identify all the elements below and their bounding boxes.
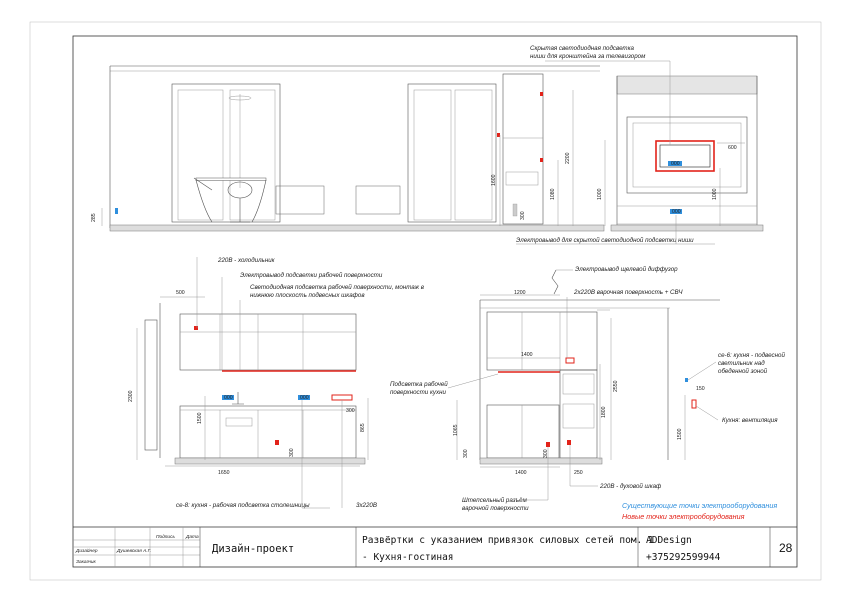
dim-1000-b: 1000 bbox=[712, 188, 718, 200]
dim-1800: 1800 bbox=[601, 406, 607, 418]
dim-300-a: 300 bbox=[520, 211, 526, 220]
tb-project: Дизайн-проект bbox=[212, 543, 294, 555]
tag-k1: 000 bbox=[224, 395, 233, 401]
inner-frame bbox=[72, 35, 798, 568]
note-vent: Кухня: вентиляция bbox=[722, 417, 778, 424]
tv-niche-outline bbox=[655, 140, 715, 172]
legend-existing: Существующие точки электрооборудования bbox=[622, 501, 777, 510]
dim-1500: 1500 bbox=[197, 412, 203, 424]
dim-1650: 1650 bbox=[218, 470, 230, 476]
dim-600: 600 bbox=[728, 145, 737, 151]
elevation-kitchen-a: 000 000 500 2300 1500 300 300 865 1650 bbox=[128, 290, 369, 476]
dim-865: 865 bbox=[360, 423, 366, 432]
note-hidden-led-2: ниши для кронштейна за телевизором bbox=[530, 53, 646, 60]
note-fridge: 220В - холодильник bbox=[217, 257, 276, 264]
tb-sign-label: Подпись bbox=[156, 534, 176, 540]
dim-1400-a: 1400 bbox=[521, 352, 533, 358]
note-hidden-led-outlet: Электровывод для скрытой светодиодной по… bbox=[516, 237, 694, 244]
dim-300-d: 300 bbox=[463, 449, 469, 458]
note-oven: 220В - духовой шкаф bbox=[599, 483, 661, 490]
elevation-tv-wall: 000 000 1000 1000 600 bbox=[597, 75, 764, 232]
legend-new: Новые точки электрооборудования bbox=[622, 512, 745, 521]
dim-1600: 1600 bbox=[491, 174, 497, 186]
dim-1500-b: 1500 bbox=[677, 428, 683, 440]
tb-phone: +375292599944 bbox=[646, 552, 721, 563]
dim-2300: 2300 bbox=[128, 390, 134, 402]
dim-500: 500 bbox=[176, 290, 185, 296]
dim-300-c: 300 bbox=[346, 408, 355, 414]
note-hidden-led-1: Скрытая светодиодная подсветка bbox=[530, 45, 635, 52]
note-plug-1: Штепсельный разъём bbox=[462, 497, 528, 504]
tb-sheet-number: 28 bbox=[779, 541, 793, 555]
tag-tv-bottom: 000 bbox=[672, 209, 681, 215]
elevation-living-room: 285 1600 1080 2200 300 bbox=[91, 65, 605, 232]
note-ce6-2: светильник над bbox=[718, 360, 765, 367]
dim-1065: 1065 bbox=[453, 424, 459, 436]
tag-k2: 000 bbox=[300, 395, 309, 401]
note-plug-2: варочной поверхности bbox=[462, 505, 529, 512]
title-block: Подпись Дата Дизайнер Душевская А.Г. Зак… bbox=[73, 526, 797, 567]
tb-sheet-title-1: Развёртки с указанием привязок силовых с… bbox=[362, 535, 654, 546]
tb-customer-label: Заказчик bbox=[76, 559, 97, 565]
note-ce6-3: обеденной зоной bbox=[718, 368, 768, 375]
dim-250: 250 bbox=[574, 470, 583, 476]
tb-date-label: Дата bbox=[185, 534, 199, 540]
note-ce6-1: се-6: кухня - подвесной bbox=[718, 352, 785, 359]
dim-2550: 2550 bbox=[613, 380, 619, 392]
tb-designer-name: Душевская А.Г. bbox=[116, 548, 151, 554]
tb-company: ADDesign bbox=[646, 535, 692, 546]
note-kitchen-work-light-2: поверхности кухни bbox=[390, 389, 446, 396]
tb-designer-label: Дизайнер bbox=[75, 547, 98, 554]
tb-sheet-title-2: - Кухня-гостиная bbox=[362, 552, 454, 563]
note-hob-mw: 2х220В варочная поверхность + СВЧ bbox=[573, 289, 683, 296]
dim-1400-b: 1400 bbox=[515, 470, 527, 476]
dim-150: 150 bbox=[696, 386, 705, 392]
note-work-light-outlet: Электровывод подсветки рабочей поверхнос… bbox=[240, 272, 383, 279]
dim-1200: 1200 bbox=[514, 290, 526, 296]
note-work-led-1: Светодиодная подсветка рабочей поверхнос… bbox=[250, 284, 425, 291]
dim-300-b: 300 bbox=[289, 448, 295, 457]
note-kitchen-work-light-1: Подсветка рабочей bbox=[390, 381, 448, 388]
note-ce8: се-8: кухня - рабочая подсветка столешни… bbox=[176, 502, 310, 509]
dim-1080: 1080 bbox=[550, 188, 556, 200]
dim-1000-a: 1000 bbox=[597, 188, 603, 200]
dim-285: 285 bbox=[91, 213, 97, 222]
note-work-led-2: нижнюю плоскость подвесных шкафов bbox=[250, 292, 365, 299]
dim-2200: 2200 bbox=[565, 152, 571, 164]
elevation-kitchen-b: 1200 1400 2550 1800 1065 300 300 1400 25… bbox=[453, 290, 720, 476]
note-3x220: 3х220В bbox=[356, 502, 377, 509]
tag-tv: 000 bbox=[671, 161, 680, 167]
page-border bbox=[29, 21, 822, 581]
dim-300-e: 300 bbox=[543, 449, 549, 458]
note-slot-diffuser: Электровывод щелевой диффузор bbox=[575, 266, 678, 273]
